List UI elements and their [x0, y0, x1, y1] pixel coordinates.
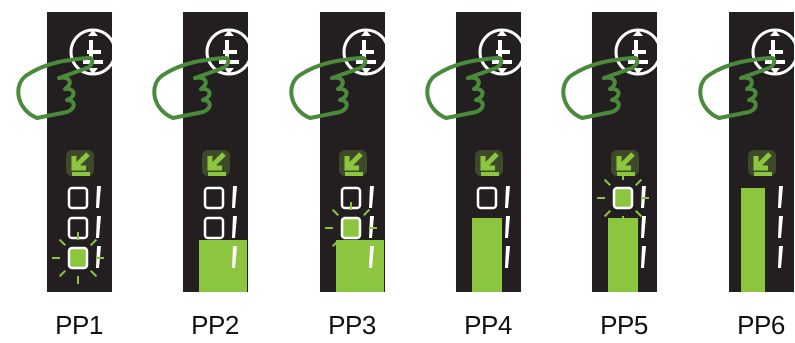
indicator-box — [203, 216, 225, 240]
level-tick — [778, 186, 783, 208]
level-tick — [641, 246, 646, 268]
pointing-hand-icon — [16, 55, 95, 120]
indicator-box-lit — [340, 216, 362, 240]
battery-fill-bar — [741, 188, 765, 292]
panel-graphics — [561, 28, 662, 292]
indicator-box-lit — [67, 246, 89, 270]
down-left-arrow-icon — [66, 150, 94, 176]
up-down-arrow-circle-icon[interactable] — [751, 28, 795, 76]
level-tick — [232, 246, 237, 268]
glow-rays — [325, 202, 377, 254]
panel-graphics — [289, 28, 390, 292]
panel-label: PP5 — [600, 310, 648, 340]
indicator-box — [67, 186, 89, 210]
pointing-hand-icon — [152, 55, 231, 120]
pointing-hand-icon — [289, 55, 368, 120]
up-down-arrow-circle-icon[interactable] — [69, 28, 117, 76]
pointing-hand-icon — [698, 55, 777, 120]
down-left-arrow-icon — [748, 150, 776, 176]
panel-label: PP1 — [55, 310, 103, 340]
panel-graphics — [425, 28, 526, 292]
battery-fill-bar — [472, 218, 502, 292]
down-left-arrow-icon — [475, 150, 503, 176]
pointing-hand-icon — [425, 55, 504, 120]
level-tick — [96, 186, 101, 208]
glow-rays — [597, 172, 649, 224]
level-tick — [641, 216, 646, 238]
panel-label: PP3 — [328, 310, 376, 340]
panel-label: PP2 — [191, 310, 239, 340]
panel-graphics — [152, 28, 253, 292]
up-down-arrow-circle-icon[interactable] — [205, 28, 253, 76]
level-tick — [369, 186, 374, 208]
level-tick — [505, 246, 510, 268]
down-left-arrow-icon — [202, 150, 230, 176]
indicator-box — [203, 186, 225, 210]
level-tick — [232, 216, 237, 238]
up-down-arrow-circle-icon[interactable] — [342, 28, 390, 76]
level-tick — [232, 186, 237, 208]
panel-graphics — [698, 28, 795, 292]
level-tick — [369, 246, 374, 268]
level-tick — [778, 246, 783, 268]
down-left-arrow-icon — [611, 150, 639, 176]
indicator-box — [476, 186, 498, 210]
battery-fill-bar — [336, 240, 384, 292]
panel-graphics — [16, 28, 117, 284]
panel-label: PP4 — [464, 310, 512, 340]
panel-label: PP6 — [737, 310, 785, 340]
pointing-hand-icon — [561, 55, 640, 120]
indicator-box-lit — [612, 186, 634, 210]
level-tick — [778, 216, 783, 238]
down-left-arrow-icon — [339, 150, 367, 176]
up-down-arrow-circle-icon[interactable] — [478, 28, 526, 76]
level-tick — [505, 216, 510, 238]
glow-rays — [52, 232, 104, 284]
up-down-arrow-circle-icon[interactable] — [614, 28, 662, 76]
battery-fill-bar — [199, 240, 247, 292]
battery-fill-bar — [608, 218, 638, 292]
level-tick — [505, 186, 510, 208]
level-tick — [96, 216, 101, 238]
